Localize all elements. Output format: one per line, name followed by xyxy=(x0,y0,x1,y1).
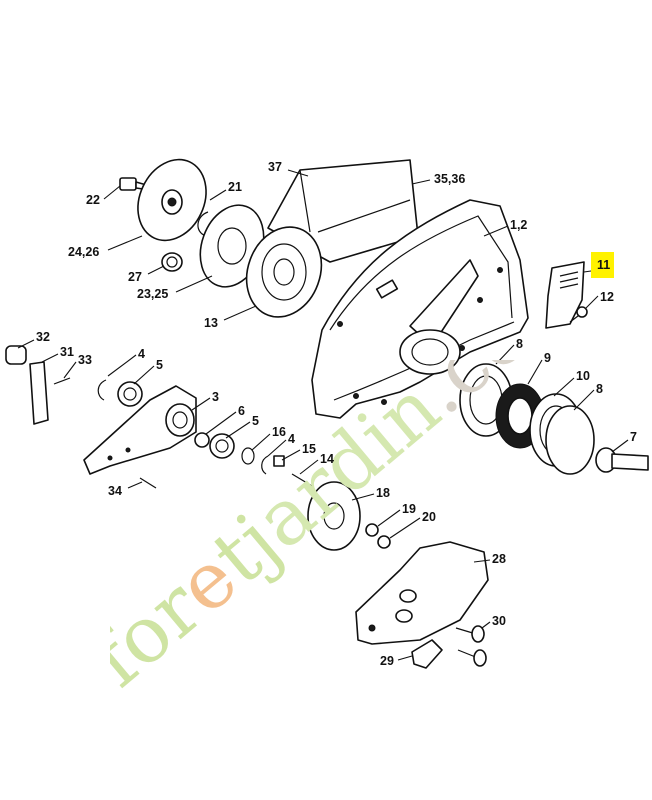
callout-15: 15 xyxy=(302,442,316,456)
part-13-disc xyxy=(245,226,323,318)
callout-23-25: 23,25 xyxy=(137,287,169,301)
part-1-2-guard xyxy=(311,199,529,419)
callout-37: 37 xyxy=(268,160,282,174)
callout-5: 5 xyxy=(156,358,163,372)
callout-4: 4 xyxy=(138,347,145,361)
part-32-bushing xyxy=(5,345,27,365)
part-29-plate xyxy=(411,639,443,669)
part-6-ring xyxy=(194,432,210,448)
part-3-arm xyxy=(83,385,197,475)
svg-text:foretjardin.com: foretjardin.com xyxy=(110,360,602,700)
part-11-cover xyxy=(545,261,585,329)
callout-16: 16 xyxy=(272,425,286,439)
part-4-circlip xyxy=(97,379,107,401)
callout-32: 32 xyxy=(36,330,50,344)
part-14-bolt xyxy=(291,473,313,487)
part-4-circlip-2 xyxy=(261,455,269,475)
callout-20: 20 xyxy=(422,510,436,524)
part-30-knob xyxy=(455,625,487,667)
callout-6: 6 xyxy=(238,404,245,418)
part-15-nut xyxy=(273,455,285,467)
part-5-bearing xyxy=(117,381,143,407)
part-28-belt-cover xyxy=(355,541,489,645)
part-34-screw xyxy=(139,477,157,489)
part-7-shaft xyxy=(595,447,649,473)
part-20-nut xyxy=(377,535,391,549)
callout-1-2: 1,2 xyxy=(510,218,528,232)
watermark: foretjardin.com xyxy=(110,360,602,700)
callout-28: 28 xyxy=(492,552,506,566)
part-19-washer xyxy=(365,523,379,537)
callout-4-b: 4 xyxy=(288,432,295,446)
callout-33: 33 xyxy=(78,353,92,367)
callout-35-36: 35,36 xyxy=(434,172,466,186)
part-24-26-washer xyxy=(137,158,207,242)
callout-12: 12 xyxy=(600,290,614,304)
callout-34: 34 xyxy=(108,484,122,498)
callout-8-b: 8 xyxy=(596,382,603,396)
callout-8: 8 xyxy=(516,337,523,351)
part-16-ring xyxy=(241,447,255,465)
callout-9: 9 xyxy=(544,351,551,365)
callout-11-highlighted: 11 xyxy=(591,252,615,278)
part-27-bushing xyxy=(161,252,183,272)
callout-27: 27 xyxy=(128,270,142,284)
part-5-bearing-2 xyxy=(209,433,235,459)
callout-19: 19 xyxy=(402,502,416,516)
callout-30: 30 xyxy=(492,614,506,628)
callout-3: 3 xyxy=(212,390,219,404)
callout-24-26: 24,26 xyxy=(68,245,100,259)
part-18-pulley xyxy=(307,481,361,551)
callout-14: 14 xyxy=(320,452,334,466)
callout-21: 21 xyxy=(228,180,242,194)
callout-7: 7 xyxy=(630,430,637,444)
callout-22: 22 xyxy=(86,193,100,207)
callout-13: 13 xyxy=(204,316,218,330)
part-8-rubber-ring-2 xyxy=(545,405,595,475)
part-31-bracket xyxy=(29,361,49,425)
callout-18: 18 xyxy=(376,486,390,500)
callout-10: 10 xyxy=(576,369,590,383)
callout-31: 31 xyxy=(60,345,74,359)
callout-29: 29 xyxy=(380,654,394,668)
leader-lines xyxy=(17,169,629,661)
part-12-screw xyxy=(569,306,588,323)
callout-5-b: 5 xyxy=(252,414,259,428)
part-33-screw xyxy=(53,377,71,385)
